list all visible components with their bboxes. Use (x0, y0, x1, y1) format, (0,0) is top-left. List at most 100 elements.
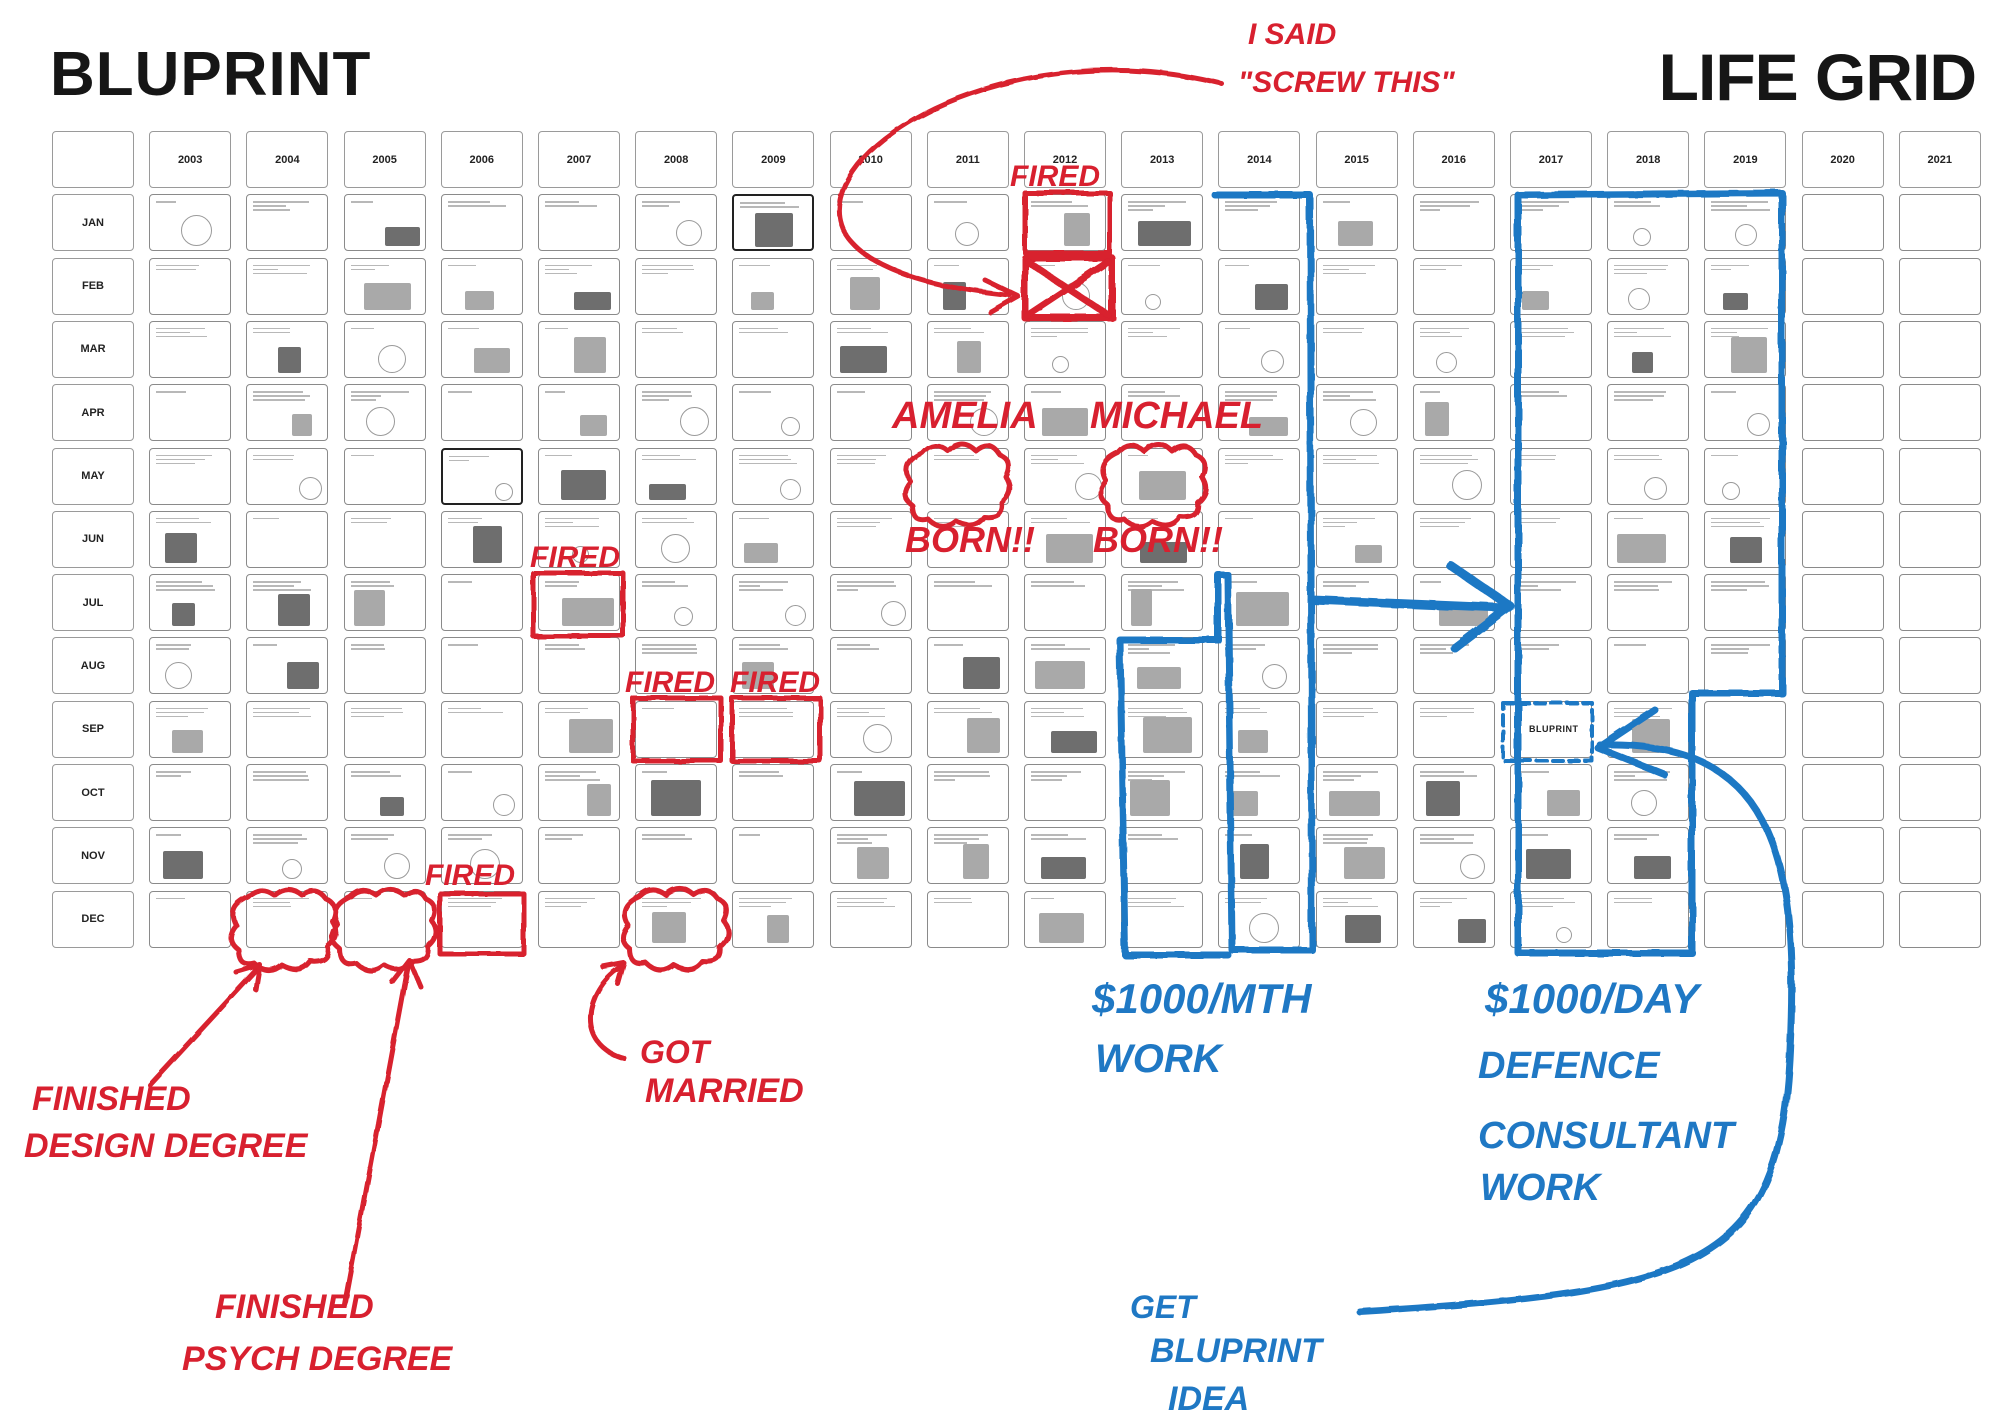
month-entry-cell[interactable] (635, 320, 718, 378)
month-entry-cell[interactable] (1121, 574, 1204, 632)
month-entry-cell[interactable] (829, 447, 912, 505)
month-entry-cell[interactable] (732, 700, 815, 758)
month-entry-cell[interactable] (1024, 194, 1106, 252)
month-entry-cell[interactable] (926, 574, 1009, 632)
month-entry-cell[interactable] (926, 890, 1009, 948)
month-entry-cell[interactable] (635, 194, 718, 252)
month-entry-cell[interactable] (635, 574, 718, 632)
month-entry-cell[interactable] (926, 700, 1009, 758)
month-entry-cell[interactable] (149, 257, 232, 315)
month-entry-cell[interactable] (343, 764, 426, 821)
month-entry-cell[interactable] (1704, 384, 1787, 442)
month-entry-cell[interactable] (635, 257, 718, 315)
month-entry-cell[interactable] (829, 574, 912, 632)
month-entry-cell[interactable] (149, 890, 232, 948)
month-entry-cell[interactable] (1510, 320, 1592, 378)
month-entry-cell[interactable] (1801, 194, 1884, 252)
month-entry-cell[interactable] (829, 764, 912, 821)
month-entry-cell[interactable] (1801, 384, 1884, 442)
month-entry-cell[interactable] (343, 827, 426, 885)
month-entry-cell[interactable] (732, 447, 815, 505)
month-entry-cell[interactable] (343, 637, 426, 695)
month-entry-cell[interactable] (1218, 574, 1301, 632)
month-entry-cell[interactable] (1607, 257, 1690, 315)
month-entry-cell[interactable] (440, 890, 523, 948)
month-entry-cell[interactable] (1898, 637, 1981, 695)
month-entry-cell[interactable] (1607, 320, 1690, 378)
month-entry-cell[interactable] (1121, 890, 1204, 948)
month-entry-cell[interactable] (1218, 320, 1301, 378)
month-entry-cell[interactable] (149, 510, 232, 568)
month-entry-cell[interactable] (635, 384, 718, 442)
month-entry-cell[interactable] (246, 257, 329, 315)
month-entry-cell[interactable] (1218, 510, 1301, 568)
month-entry-cell[interactable] (1704, 574, 1787, 632)
month-entry-cell[interactable] (1801, 574, 1884, 632)
month-entry-cell[interactable] (1510, 890, 1592, 948)
month-entry-cell[interactable] (1121, 827, 1204, 885)
month-entry-cell[interactable] (926, 510, 1009, 568)
month-entry-cell[interactable] (1315, 510, 1398, 568)
month-entry-cell[interactable] (246, 574, 329, 632)
month-entry-cell[interactable] (538, 384, 620, 442)
month-entry-cell[interactable] (1412, 384, 1495, 442)
month-entry-cell[interactable] (246, 194, 329, 252)
month-entry-cell[interactable] (1315, 827, 1398, 885)
month-entry-cell[interactable] (1898, 827, 1981, 885)
month-entry-cell[interactable] (1704, 257, 1787, 315)
month-entry-cell[interactable] (1801, 510, 1884, 568)
month-entry-cell[interactable] (1704, 320, 1787, 378)
month-entry-cell[interactable] (538, 574, 620, 632)
month-entry-cell[interactable] (1898, 510, 1981, 568)
month-entry-cell[interactable] (1218, 447, 1301, 505)
month-entry-cell[interactable] (1607, 194, 1690, 252)
month-entry-cell[interactable] (538, 827, 620, 885)
month-entry-cell[interactable] (1024, 827, 1106, 885)
month-entry-cell[interactable] (246, 637, 329, 695)
month-entry-cell[interactable] (829, 384, 912, 442)
month-entry-cell[interactable] (149, 574, 232, 632)
month-entry-cell[interactable] (1024, 700, 1106, 758)
month-entry-cell[interactable] (1801, 827, 1884, 885)
month-entry-cell[interactable] (1412, 510, 1495, 568)
month-entry-cell[interactable] (149, 827, 232, 885)
month-entry-cell[interactable] (343, 384, 426, 442)
month-entry-cell[interactable] (1315, 320, 1398, 378)
month-entry-cell[interactable] (926, 637, 1009, 695)
month-entry-cell[interactable] (149, 194, 232, 252)
month-entry-cell[interactable] (1024, 447, 1106, 505)
month-entry-cell[interactable] (1218, 384, 1301, 442)
month-entry-cell[interactable] (1121, 257, 1204, 315)
month-entry-cell[interactable] (1412, 320, 1495, 378)
month-entry-cell[interactable] (440, 574, 523, 632)
month-entry-cell[interactable] (1510, 194, 1592, 252)
month-entry-cell[interactable] (1024, 764, 1106, 821)
month-entry-cell[interactable] (732, 320, 815, 378)
month-entry-cell[interactable] (149, 447, 232, 505)
month-entry-cell[interactable] (635, 510, 718, 568)
month-entry-cell[interactable] (1898, 574, 1981, 632)
month-entry-cell[interactable] (1801, 764, 1884, 821)
month-entry-cell[interactable] (1801, 320, 1884, 378)
month-entry-cell[interactable] (440, 194, 523, 252)
month-entry-cell[interactable] (926, 320, 1009, 378)
month-entry-cell[interactable] (1510, 637, 1592, 695)
month-entry-cell[interactable] (1510, 447, 1592, 505)
month-entry-cell[interactable] (1121, 194, 1204, 252)
month-entry-cell[interactable] (1315, 384, 1398, 442)
month-entry-cell[interactable] (1704, 637, 1787, 695)
month-entry-cell[interactable] (1024, 637, 1106, 695)
month-entry-cell[interactable] (343, 257, 426, 315)
month-entry-cell[interactable] (1704, 700, 1787, 758)
month-entry-cell[interactable] (1898, 764, 1981, 821)
month-entry-cell[interactable] (538, 447, 620, 505)
month-entry-cell[interactable] (440, 510, 523, 568)
month-entry-cell[interactable] (1704, 890, 1787, 948)
month-entry-cell[interactable] (1510, 510, 1592, 568)
month-entry-cell[interactable] (538, 257, 620, 315)
month-entry-cell[interactable] (1510, 384, 1592, 442)
month-entry-cell[interactable] (1510, 827, 1592, 885)
month-entry-cell[interactable] (829, 827, 912, 885)
month-entry-cell[interactable] (926, 764, 1009, 821)
month-entry-cell[interactable] (343, 447, 426, 505)
